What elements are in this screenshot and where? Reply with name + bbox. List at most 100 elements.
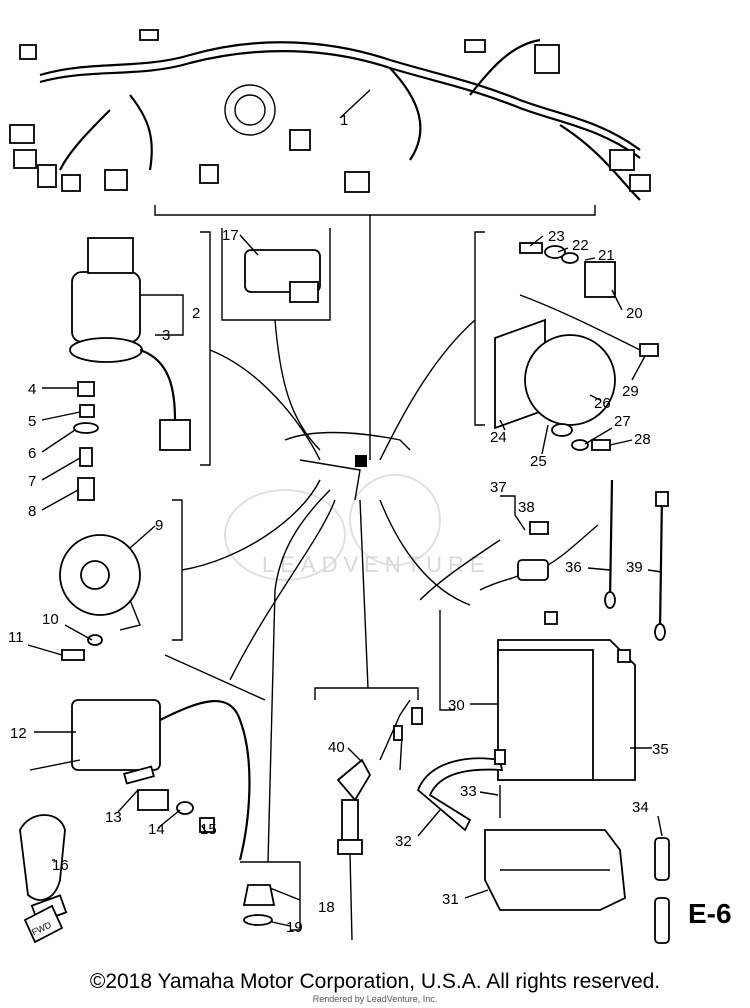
leader-32	[417, 809, 441, 837]
bracket-sensor	[314, 687, 419, 700]
leader-coil-group	[229, 499, 336, 681]
leader-17	[239, 234, 259, 256]
page-code: E-6	[688, 898, 732, 929]
callout-35: 35	[652, 741, 669, 758]
callout-34: 34	[632, 799, 649, 816]
battery	[497, 611, 636, 781]
leader-18	[269, 887, 301, 901]
callout-17: 17	[222, 227, 239, 244]
callout-9: 9	[155, 517, 163, 534]
leader-11	[27, 644, 63, 656]
frame-center	[284, 431, 411, 501]
bracket-rectifier-group	[474, 231, 485, 426]
callout-8: 8	[28, 503, 36, 520]
callout-18: 18	[318, 899, 335, 916]
callout-1: 1	[340, 112, 348, 129]
bracket-neutral	[240, 861, 301, 931]
callout-28: 28	[634, 431, 651, 448]
regulator	[494, 242, 659, 451]
harness-bracket	[154, 205, 596, 216]
callout-10: 10	[42, 611, 59, 628]
leader-10	[64, 624, 93, 641]
sensor	[336, 699, 423, 941]
leader-26	[589, 394, 601, 401]
rendered-by-notice: Rendered by LeadVenture, Inc.	[312, 994, 438, 1004]
leader-27	[584, 427, 613, 445]
callout-3: 3	[162, 327, 170, 344]
leader-6	[41, 429, 76, 453]
battery-case	[484, 829, 626, 911]
callout-40: 40	[328, 739, 345, 756]
callout-30: 30	[448, 697, 465, 714]
leader-24	[499, 419, 506, 431]
callout-2: 2	[192, 305, 200, 322]
callout-31: 31	[442, 891, 459, 908]
callout-15: 15	[200, 821, 217, 838]
callout-13: 13	[105, 809, 122, 826]
leader-20	[611, 289, 623, 311]
callout-12: 12	[10, 725, 27, 742]
relay	[244, 249, 321, 303]
leader-ignition-group	[209, 349, 321, 461]
leader-sensor	[359, 499, 369, 689]
leader-33	[479, 791, 499, 796]
callout-6: 6	[28, 445, 36, 462]
callout-23: 23	[548, 228, 565, 245]
leader-23	[529, 235, 544, 247]
callout-20: 20	[626, 305, 643, 322]
bracket-horn-group	[172, 499, 183, 641]
watermark-text: LEADVENTURE	[262, 552, 491, 577]
callout-37: 37	[490, 479, 507, 496]
leader-40	[347, 747, 363, 763]
horn	[59, 534, 141, 661]
leader-21	[584, 257, 596, 261]
leader-31	[464, 889, 489, 899]
callout-29: 29	[622, 383, 639, 400]
leader-36	[587, 567, 611, 571]
leader-5	[41, 411, 81, 421]
bracket-battery	[439, 610, 455, 711]
callout-39: 39	[626, 559, 643, 576]
leader-9	[129, 525, 156, 549]
callout-22: 22	[572, 237, 589, 254]
breather-tube	[654, 837, 670, 944]
leader-2-3	[140, 294, 184, 336]
leader-15	[201, 825, 207, 833]
callout-26: 26	[594, 395, 611, 412]
leader-fuse-group	[379, 499, 471, 606]
copyright-notice: ©2018 Yamaha Motor Corporation, U.S.A. A…	[89, 970, 661, 993]
battery-band	[416, 749, 506, 832]
fwd-arrow-icon: FWD	[23, 904, 64, 944]
callout-14: 14	[148, 821, 165, 838]
callout-11: 11	[8, 629, 24, 646]
leader-39	[647, 569, 663, 573]
callout-38: 38	[518, 499, 535, 516]
wire-harness	[9, 29, 651, 201]
callout-33: 33	[460, 783, 477, 800]
battery-leads	[604, 479, 669, 641]
leader-19	[271, 921, 291, 927]
leader-34	[657, 815, 663, 837]
bracket-ignition-group	[200, 231, 211, 466]
callout-36: 36	[565, 559, 582, 576]
callout-19: 19	[286, 919, 303, 936]
callout-27: 27	[614, 413, 631, 430]
bracket-relay	[221, 228, 331, 321]
leader-25	[541, 424, 549, 455]
leader-rectifier-group	[379, 319, 476, 461]
callout-4: 4	[28, 381, 36, 398]
leader-14	[157, 809, 181, 829]
callout-7: 7	[28, 473, 36, 490]
main-switch	[69, 237, 191, 501]
leader-37	[500, 495, 526, 531]
leader-1	[339, 89, 371, 119]
callout-5: 5	[28, 413, 36, 430]
leader-13	[117, 789, 139, 813]
callout-24: 24	[490, 429, 507, 446]
leader-29	[631, 355, 646, 381]
leader-7	[41, 457, 81, 481]
leader-22	[557, 247, 569, 253]
callout-32: 32	[395, 833, 412, 850]
leader-neutral	[267, 489, 331, 863]
